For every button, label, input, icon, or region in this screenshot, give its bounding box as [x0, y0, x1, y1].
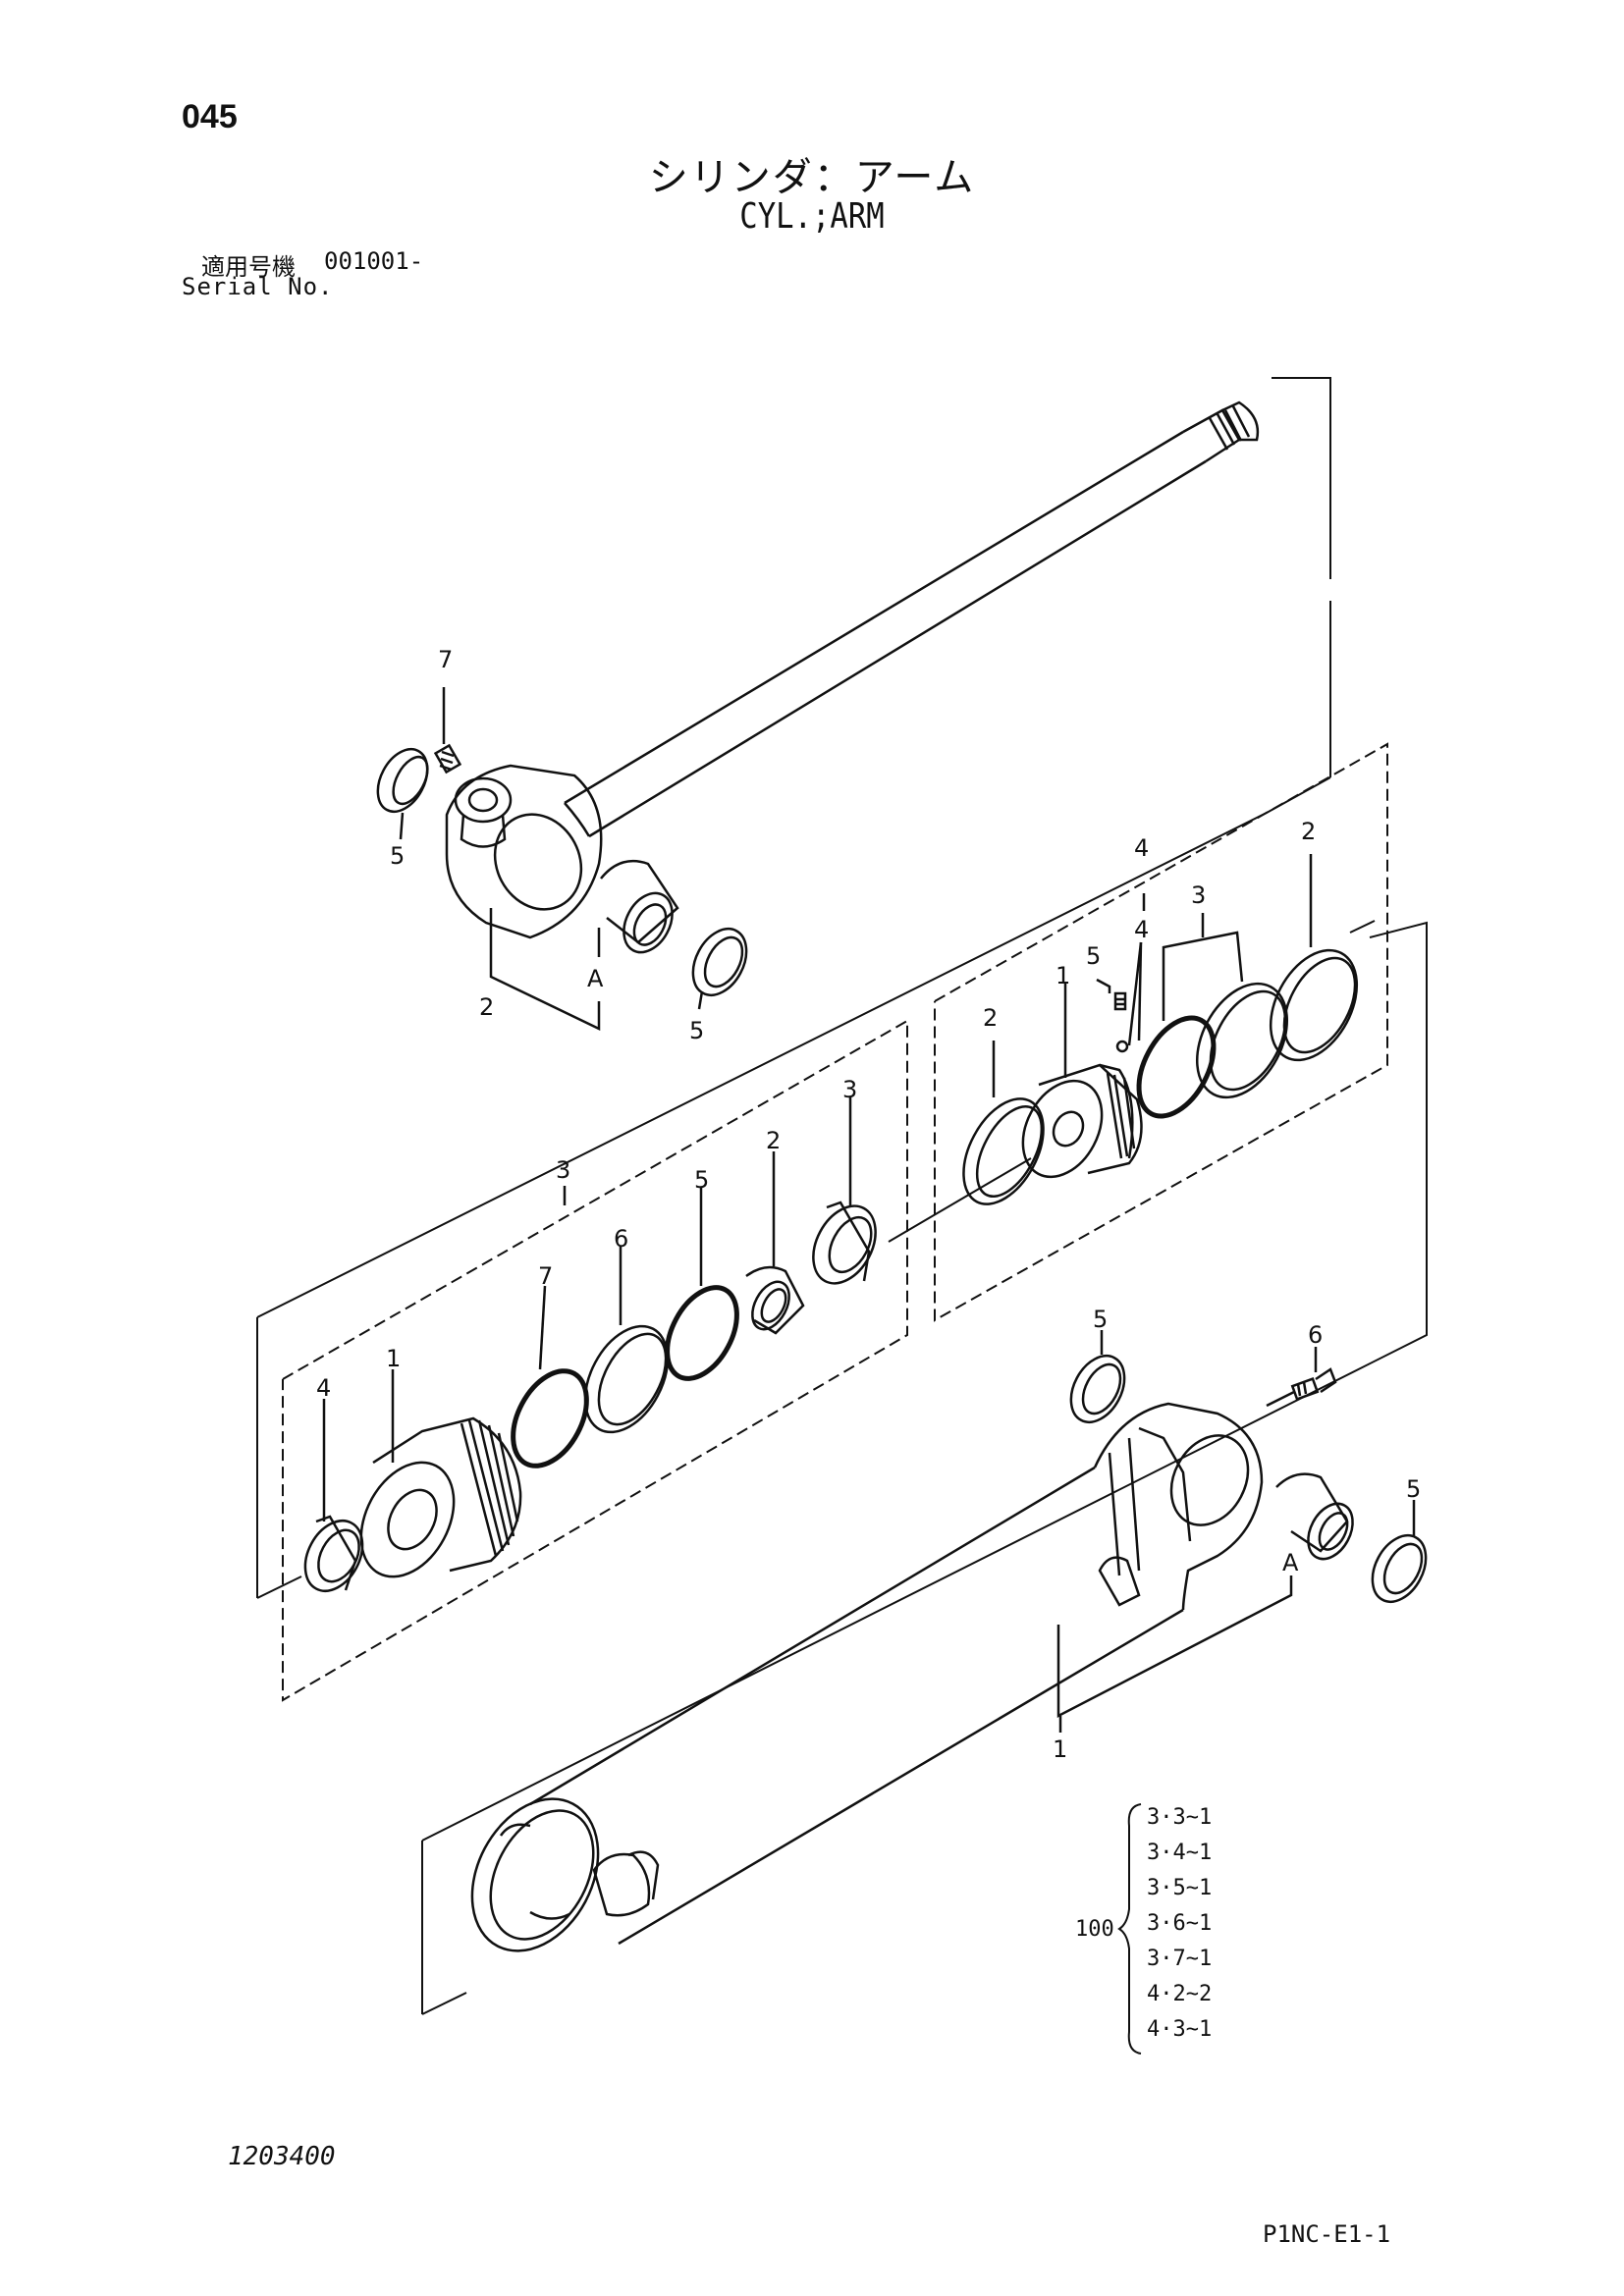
kit-item: 3·7~1 [1147, 1947, 1212, 1971]
cylinder-head-assembly [303, 1096, 877, 1592]
callout-head-1: 1 [386, 1345, 401, 1372]
callout-piston-5: 5 [1086, 942, 1101, 970]
assembly-frame-lines [256, 377, 1428, 2015]
callout-piston-group-4: 4 [1134, 834, 1149, 862]
callout-head-6: 6 [614, 1225, 628, 1253]
callout-rod-A: A [587, 965, 604, 992]
callout-tube-5-top: 5 [1093, 1306, 1108, 1333]
kit-item: 3·4~1 [1147, 1841, 1212, 1865]
page-number: 045 [182, 98, 238, 135]
serial-label-english: Serial No. [182, 273, 334, 300]
serial-label-japanese: 適用号機 [201, 253, 296, 281]
callout-head-4: 4 [316, 1374, 331, 1402]
callout-piston-1: 1 [1056, 962, 1070, 989]
callout-rod-5-bottom: 5 [689, 1017, 704, 1044]
callout-piston-3: 3 [1191, 881, 1206, 909]
callout-tube-A: A [1282, 1549, 1299, 1576]
kit-number: 100 [1075, 1917, 1114, 1942]
callout-rod-5-left: 5 [390, 842, 405, 870]
callout-head-5: 5 [694, 1166, 709, 1194]
seal-kit-list: 100 3·3~1 3·4~1 3·5~1 3·6~1 3·7~1 4·2~2 … [1075, 1803, 1212, 2055]
piston-rod [376, 400, 1260, 1031]
title-japanese: シリンダ：アーム [648, 155, 976, 200]
callout-head-7: 7 [538, 1262, 553, 1290]
callout-head-3: 3 [842, 1076, 857, 1103]
callout-piston-4: 4 [1134, 916, 1149, 943]
callout-tube-6: 6 [1308, 1321, 1323, 1349]
serial-value: 001001- [324, 247, 424, 275]
kit-item: 3·3~1 [1147, 1805, 1212, 1830]
callout-tube-1: 1 [1053, 1735, 1067, 1763]
footer-code: P1NC-E1-1 [1263, 2220, 1391, 2248]
kit-item: 4·3~1 [1147, 2017, 1212, 2042]
dashed-group-piston [934, 742, 1388, 1322]
piston-assembly [962, 854, 1359, 1205]
grease-fitting-6-icon [1266, 1367, 1337, 1408]
drawing-id: 1203400 [228, 2142, 336, 2171]
callout-piston-2-left: 2 [983, 1004, 998, 1032]
grease-fitting-7-icon [433, 743, 462, 774]
cylinder-tube [470, 1330, 1428, 1952]
callout-labels: 7 5 5 2 A 4 2 3 5 4 1 2 3 3 2 5 6 7 1 4 … [316, 646, 1421, 1763]
title-english: CYL.;ARM [739, 196, 885, 237]
callout-rod-7: 7 [438, 646, 453, 673]
kit-item: 3·6~1 [1147, 1911, 1212, 1936]
callout-head-group-3: 3 [556, 1156, 570, 1184]
callout-tube-5-right: 5 [1406, 1475, 1421, 1503]
callout-rod-2: 2 [479, 993, 494, 1021]
dashed-group-head [282, 1019, 908, 1702]
callout-head-2: 2 [766, 1127, 781, 1154]
kit-item: 4·2~2 [1147, 1982, 1212, 2006]
kit-item: 3·5~1 [1147, 1876, 1212, 1900]
callout-piston-2-top: 2 [1301, 818, 1316, 845]
